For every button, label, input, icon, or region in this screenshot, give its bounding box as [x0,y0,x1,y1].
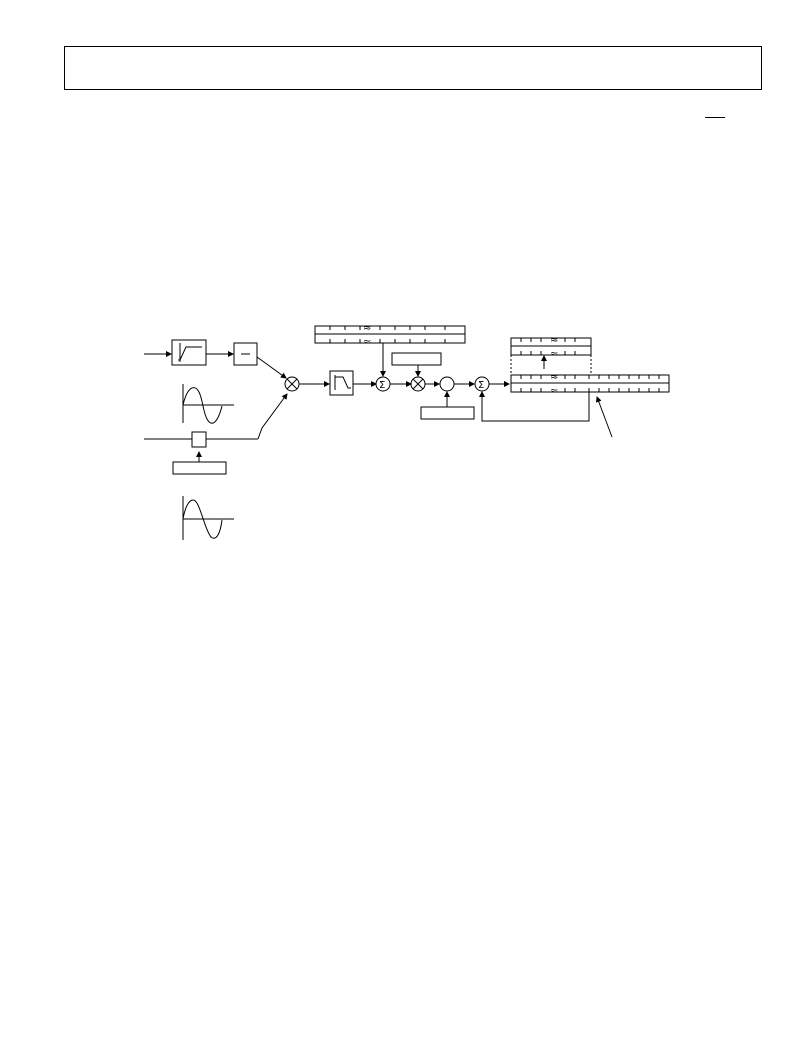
offset-box [420,406,475,420]
sample-block [191,431,207,448]
highpass-filter-block [171,339,207,366]
line-neg-to-mult [256,356,287,379]
gain-box [391,352,442,366]
summer-1: Σ [375,376,391,392]
feedback-loop [479,391,590,422]
summer-2: Σ [474,376,490,392]
overline-mark [705,117,725,118]
svg-text:≈: ≈ [550,335,558,346]
svg-text:≈: ≈ [550,372,558,383]
header-box [64,46,762,90]
output-register: ≈ ≈ [510,372,670,397]
multiplier-1 [284,376,300,392]
negation-block [233,342,258,366]
svg-text:Σ: Σ [478,380,484,391]
register-box-left [172,461,227,475]
svg-text:≈: ≈ [550,349,558,360]
svg-text:Σ: Σ [379,380,385,391]
pointer-arrow [595,396,613,438]
circle-block [439,376,455,392]
upper-right-register: ≈ ≈ [510,335,592,360]
svg-text:≈: ≈ [550,386,558,397]
top-register: ≈ ≈ [314,323,466,348]
svg-text:≈: ≈ [363,323,371,334]
line-to-mult-lower [257,393,288,440]
lowpass-filter-block [329,370,354,396]
multiplier-2 [410,376,426,392]
sine-wave-2 [182,496,234,540]
sine-wave-1 [182,384,234,424]
svg-text:≈: ≈ [363,337,371,348]
